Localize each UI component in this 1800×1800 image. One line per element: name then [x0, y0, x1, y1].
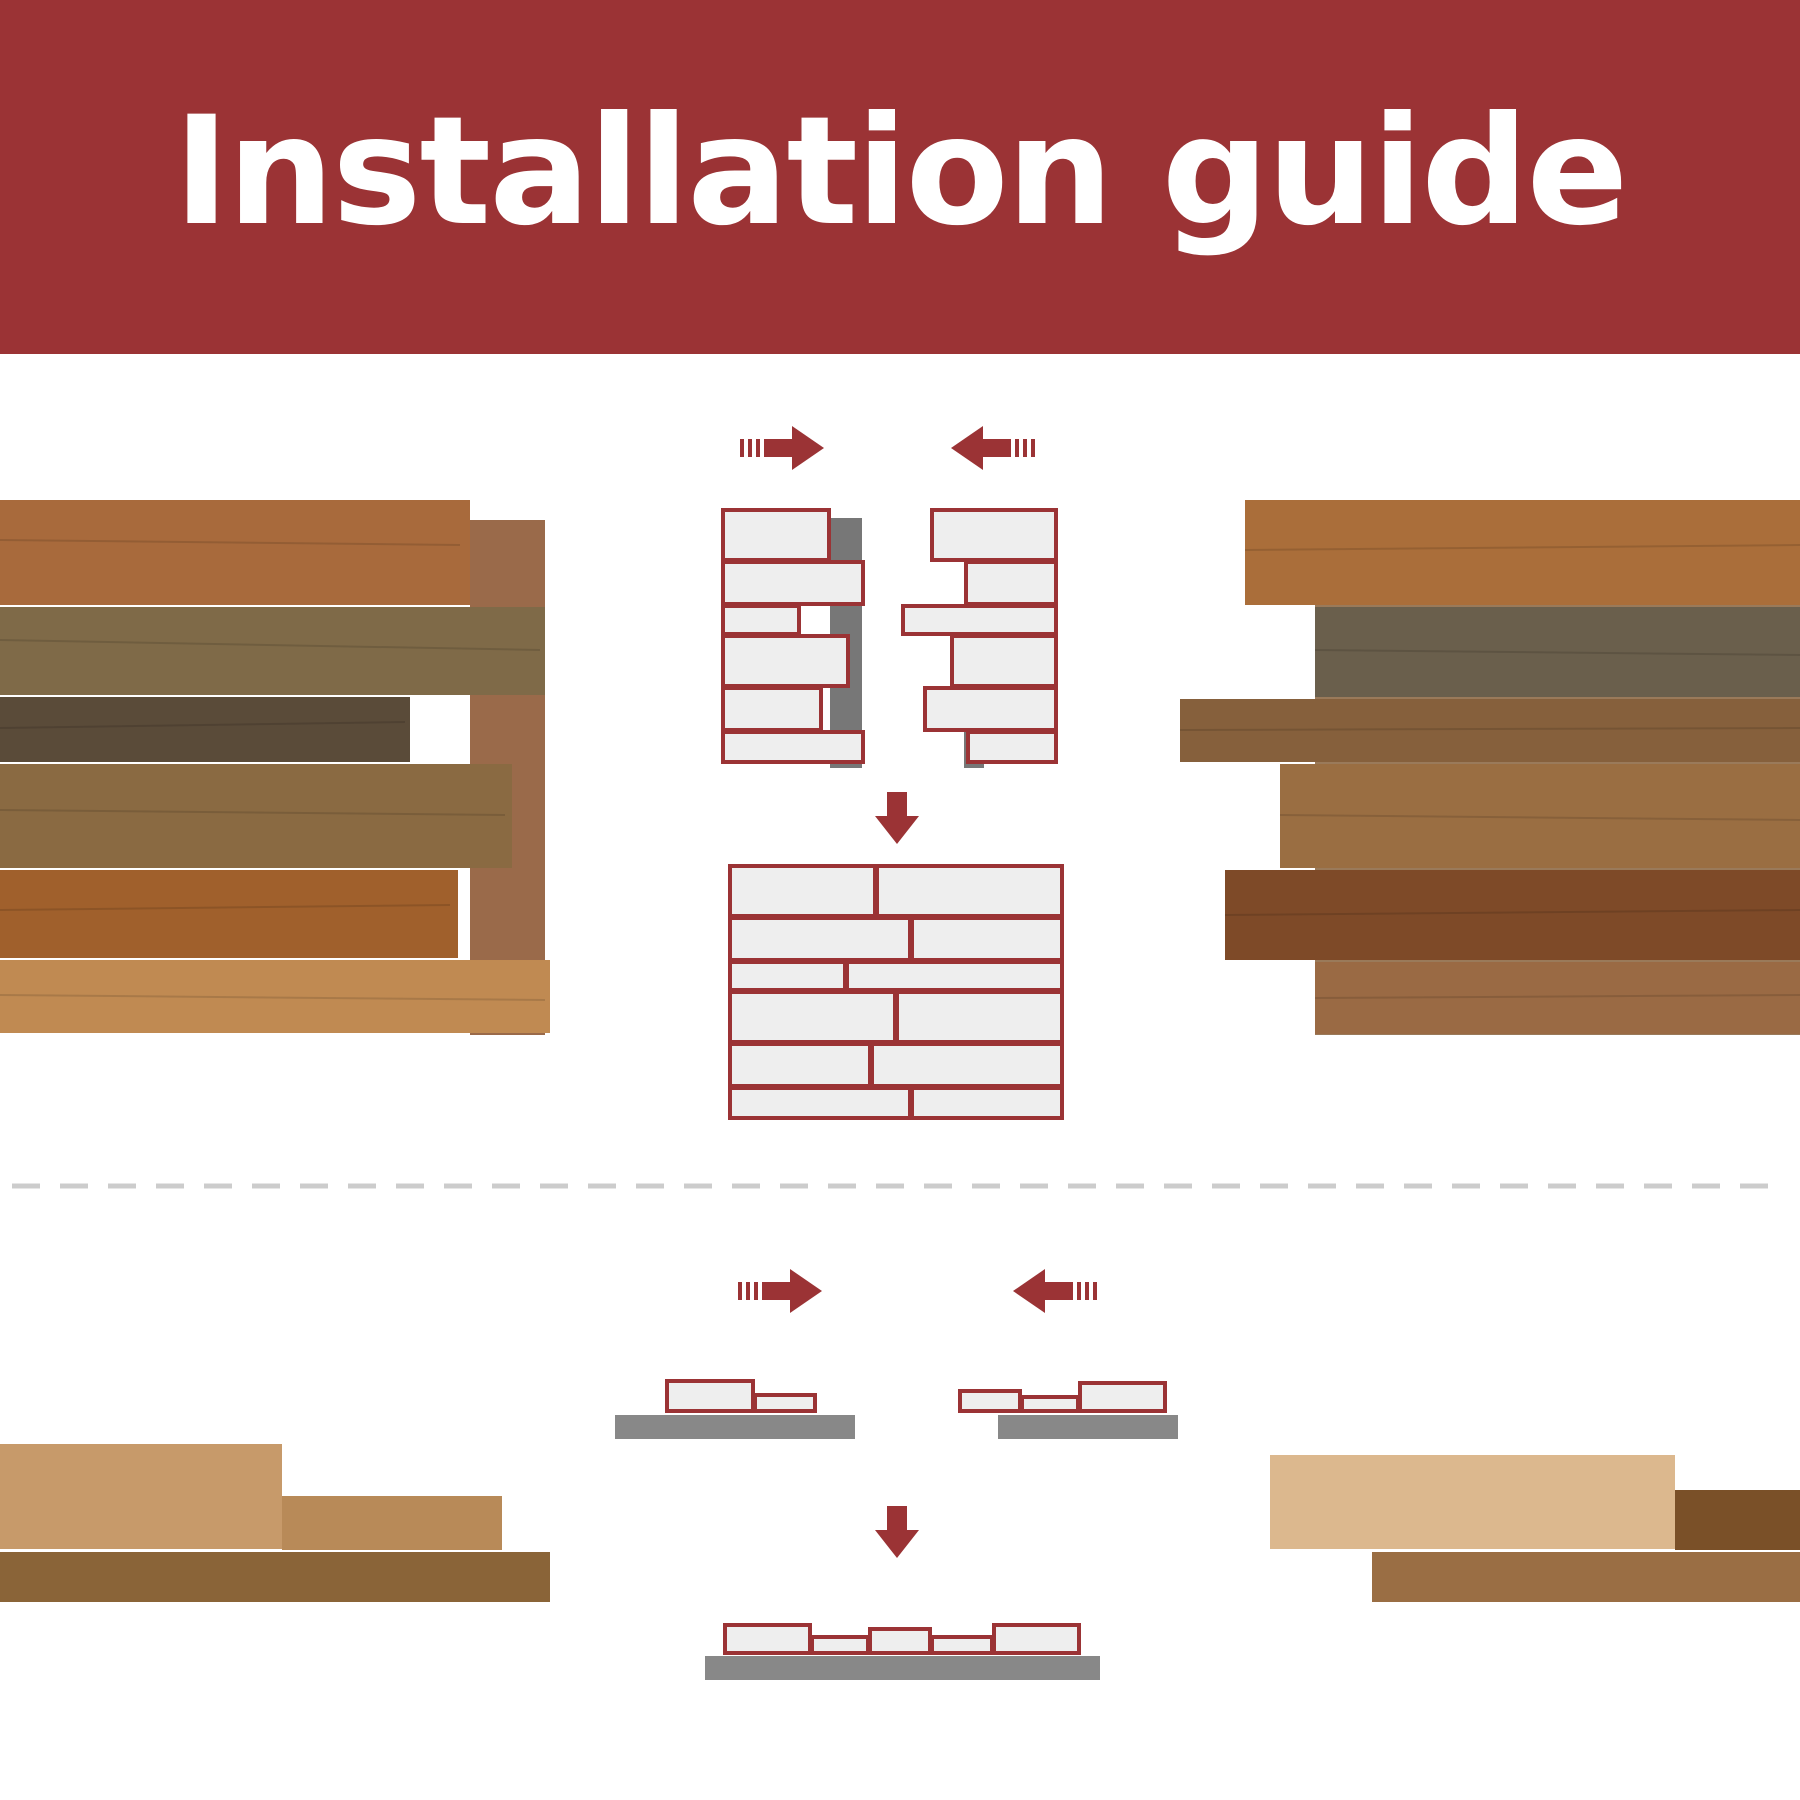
page-title: Installation guide [173, 85, 1629, 259]
photo-side-right [1270, 1455, 1800, 1602]
arrow-down-icon [875, 1506, 919, 1558]
front-diagram [721, 426, 1064, 1120]
arrow-right-icon [738, 1269, 822, 1313]
arrow-left-icon [951, 426, 1035, 470]
side-diagram [615, 1269, 1178, 1680]
photo-panel-right-front [1179, 500, 1800, 1035]
photo-side-left [0, 1444, 550, 1602]
arrow-down-icon [875, 792, 919, 844]
arrow-left-icon [1013, 1269, 1097, 1313]
arrow-right-icon [740, 426, 824, 470]
header-banner: Installation guide [0, 0, 1800, 354]
photo-panel-left-front [0, 500, 550, 1035]
